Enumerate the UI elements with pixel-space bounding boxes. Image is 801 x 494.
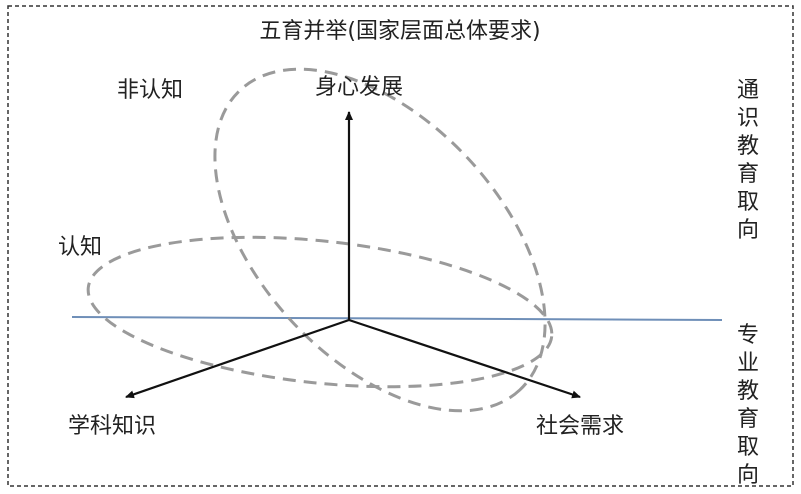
axis-subject-knowledge <box>125 318 350 399</box>
side-label-char: 识 <box>737 106 759 131</box>
side-label-char: 业 <box>737 351 759 376</box>
side-label-char: 育 <box>737 162 759 187</box>
horizon-line <box>71 316 723 321</box>
cognitive-ellipse <box>86 235 554 389</box>
side-label-char: 教 <box>737 134 759 159</box>
side-label-char: 取 <box>737 190 759 215</box>
label-subject-knowledge: 学科知识 <box>68 414 156 439</box>
side-label-char: 向 <box>737 218 759 243</box>
side-label-char: 向 <box>737 463 759 488</box>
label-physical-mental: 身心发展 <box>315 75 403 100</box>
diagram-title: 五育并举(国家层面总体要求) <box>259 19 540 44</box>
side-label-char: 教 <box>737 379 759 404</box>
non-cognitive-ellipse <box>213 67 547 413</box>
label-non-cognitive: 非认知 <box>117 78 183 103</box>
side-label-char: 取 <box>737 435 759 460</box>
label-cognitive: 认知 <box>58 235 102 260</box>
side-label-char: 通 <box>737 78 759 103</box>
label-social-demand: 社会需求 <box>536 414 624 439</box>
side-label-char: 专 <box>737 323 759 348</box>
axis-social-demand <box>348 318 581 399</box>
side-label-char: 育 <box>737 407 759 432</box>
outer-frame <box>7 5 794 487</box>
